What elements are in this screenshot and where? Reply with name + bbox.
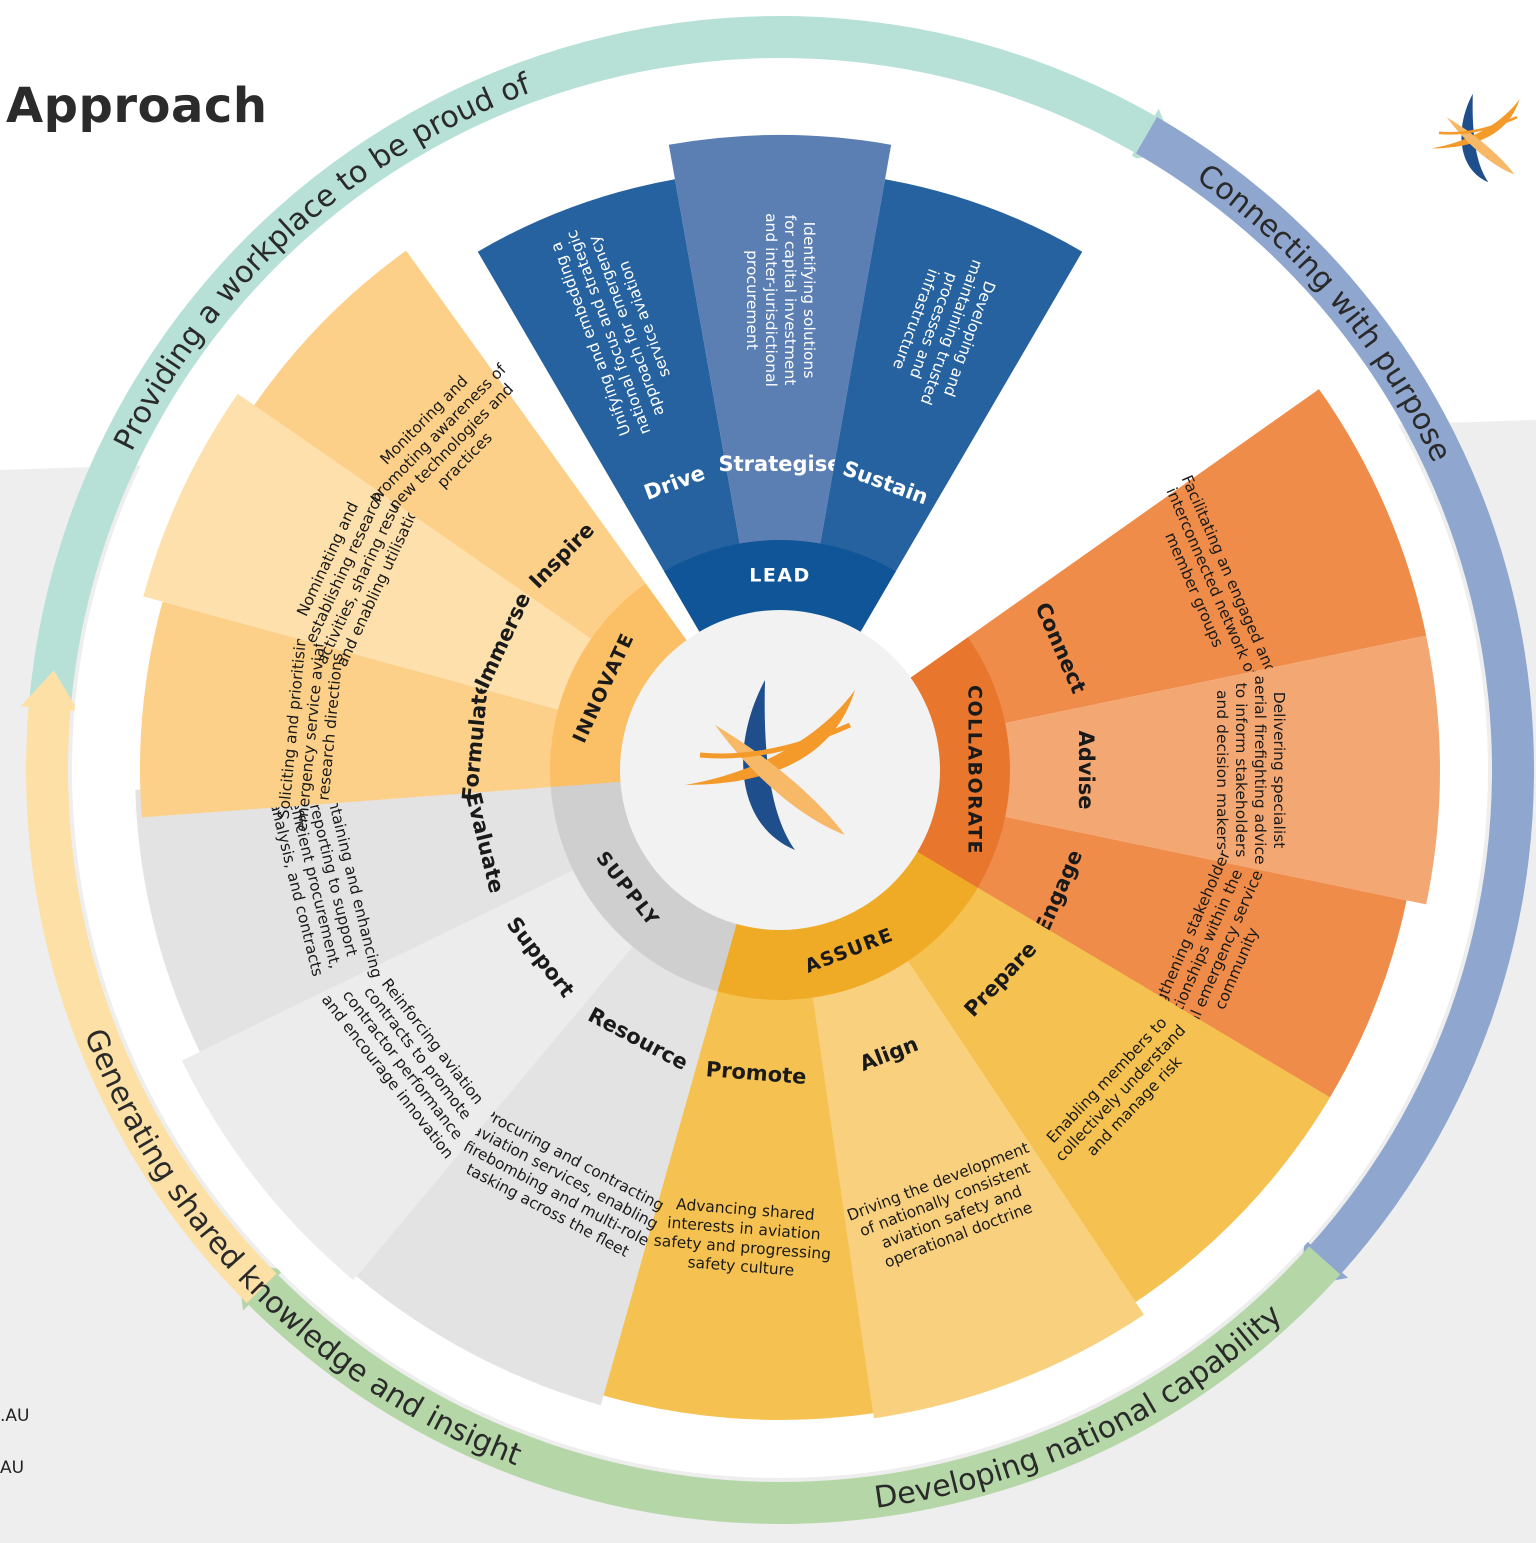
- cut-off-text: .AU: [0, 1406, 30, 1426]
- activity-wedge-sustain: [819, 179, 1083, 574]
- center-logo-icon: [685, 680, 855, 850]
- outer-ring-segment: [246, 1246, 1341, 1524]
- activity-label-strategise: Strategise: [719, 452, 842, 476]
- activity-wedge-align: [812, 959, 1144, 1419]
- activity-wedge-drive: [477, 179, 741, 574]
- activity-wedge-formulate: [140, 601, 561, 818]
- pillar-band-assure: [711, 850, 978, 1001]
- activity-wedge-engage: [966, 816, 1407, 1140]
- activity-description-line: and inter-jurisdictional: [762, 213, 780, 387]
- page-title: Approach: [6, 78, 268, 134]
- pillar-band-lead: [664, 540, 896, 634]
- pillar-label-collaborate: COLLABORATE: [964, 685, 986, 855]
- corner-logo-icon: [1431, 93, 1520, 183]
- pillar-band-supply: [550, 774, 738, 992]
- activity-description-line: aerial firefighting advice: [1251, 675, 1269, 864]
- activity-wedge-strategise: [668, 135, 892, 546]
- outer-ring-segment: [1136, 117, 1534, 1275]
- pillar-band-collaborate: [909, 637, 1010, 903]
- activity-description-line: to inform stakeholders: [1232, 683, 1250, 858]
- pillar-label-lead: LEAD: [749, 565, 811, 587]
- activity-wedge-inspire: [254, 250, 647, 641]
- activity-wedge-evaluate: [135, 776, 575, 1052]
- activity-description-line: for capital investment: [781, 215, 799, 386]
- activity-wedge-advise: [1003, 635, 1440, 905]
- activity-description-line: and decision makers: [1213, 690, 1231, 850]
- pillar-band-innovate: [550, 583, 688, 788]
- cut-off-text: AU: [0, 1458, 25, 1478]
- activity-wedge-promote: [587, 987, 874, 1420]
- activity-wedge-connect: [966, 389, 1427, 724]
- activity-label-advise: Advise: [1074, 731, 1098, 810]
- activity-wedge-prepare: [906, 886, 1331, 1303]
- activity-wedge-support: [181, 869, 634, 1281]
- activity-description-line: Identifying solutions: [800, 222, 818, 379]
- activity-wedge-immerse: [143, 393, 593, 711]
- outer-ring-segment: [28, 16, 1158, 708]
- activity-description-line: procurement: [743, 250, 761, 350]
- center-disc: [620, 610, 940, 930]
- activity-description-line: Delivering specialist: [1270, 692, 1288, 849]
- activity-wedge-resource: [356, 944, 719, 1406]
- outer-ring-arrow: [20, 670, 79, 712]
- outer-ring-segment: [25, 704, 277, 1304]
